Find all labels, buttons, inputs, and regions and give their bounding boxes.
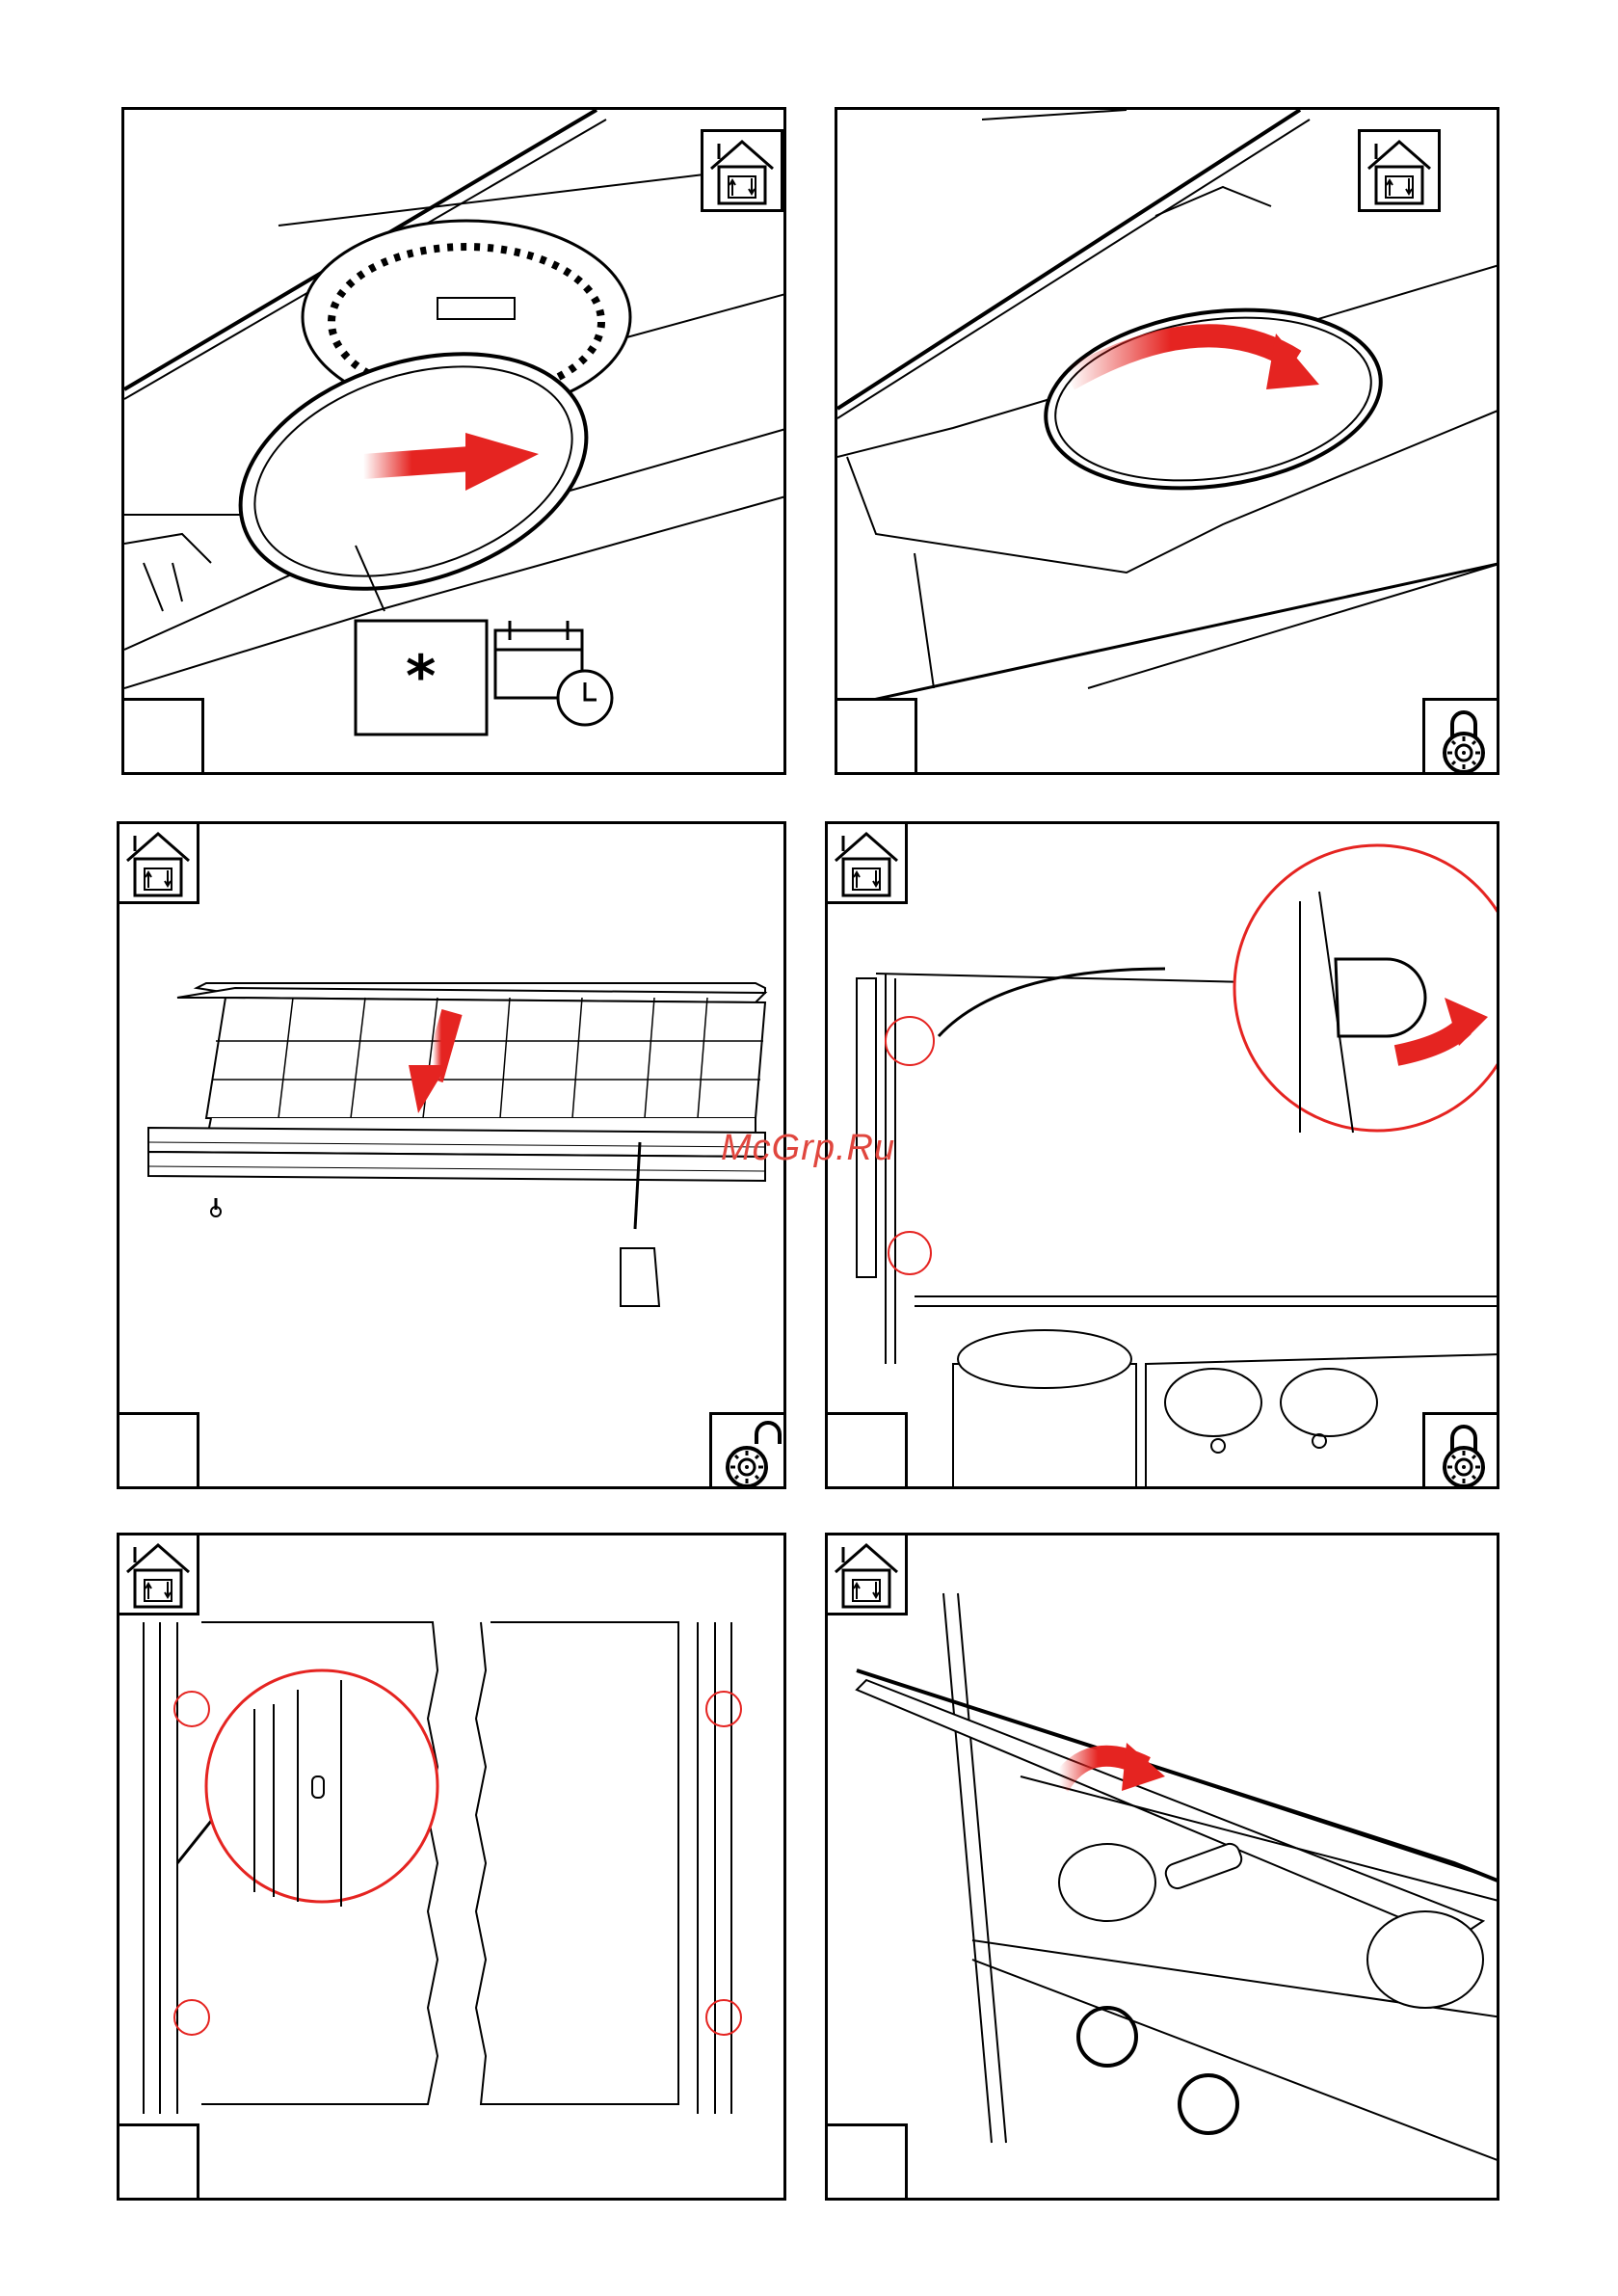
panel-4-hinge-release [825,821,1499,1489]
panel-6-panel-closing [825,1533,1499,2201]
home-icon-box [117,821,199,904]
callout-asterisk: * [406,643,436,710]
panel-3-charcoal-filter [117,821,786,1489]
house-icon [119,824,197,901]
lock-icon [1425,701,1499,775]
panel-1-grease-filter-removal: * [121,107,786,775]
house-icon [703,132,781,209]
home-icon-box [825,1533,908,1615]
maintenance-calendar-icon [495,621,612,725]
panel-2-rotate-filter [835,107,1499,775]
unlock-icon-box [709,1412,786,1489]
panel-6-illustration [828,1535,1499,2201]
step-number-box [117,2123,199,2201]
step-number-box [825,2123,908,2201]
step-number-box [825,1412,908,1489]
home-icon-box [701,129,783,212]
lock-icon-box [1422,698,1499,775]
unlock-icon [712,1415,786,1489]
home-icon-box [117,1533,199,1615]
house-icon [1361,132,1438,209]
watermark-text: McGrp.Ru [721,1128,895,1169]
lock-icon-box [1422,1412,1499,1489]
panel-5-illustration [119,1535,786,2201]
panel-3-illustration [119,824,786,1489]
panel-4-illustration [828,824,1499,1489]
step-number-box [835,698,917,775]
panel-5-side-brackets [117,1533,786,2201]
lock-icon [1425,1415,1499,1489]
step-number-box [121,698,204,775]
panel-1-illustration: * [124,110,786,775]
house-icon [119,1535,197,1613]
step-number-box [117,1412,199,1489]
home-icon-box [1358,129,1441,212]
home-icon-box [825,821,908,904]
house-icon [828,1535,905,1613]
house-icon [828,824,905,901]
